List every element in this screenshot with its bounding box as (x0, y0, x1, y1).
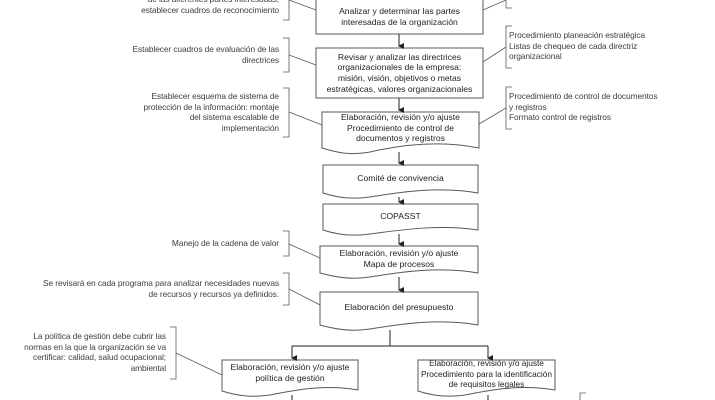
note-directrices: Establecer cuadros de evaluación de las … (132, 44, 280, 65)
step-politica-gestion: Elaboración, revisión y/o ajuste polític… (230, 362, 350, 383)
box-requisitos (417, 359, 556, 397)
box-mapa (319, 245, 479, 279)
note-presupuesto: Se revisará en cada programa para analiz… (43, 278, 279, 299)
box-presupuesto (319, 291, 479, 331)
note-control-registros: Procedimiento de control de documentos y… (509, 91, 658, 123)
box-copasst (322, 203, 479, 236)
box-directrices (315, 47, 484, 99)
step-mapa-procesos: Elaboración, revisión y/o ajuste Mapa de… (339, 247, 459, 269)
box-comite (322, 164, 479, 199)
note-mapa-procesos: Manejo de la cadena de valor (171, 238, 279, 248)
step-directrices: Revisar y analizar las directrices organ… (326, 51, 473, 94)
step-comite-convivencia: Comité de convivencia (357, 172, 444, 183)
note-politica: La política de gestión debe cubrir las n… (24, 331, 166, 373)
step-requisitos-legales: Elaboración, revisión y/o ajuste Procedi… (421, 358, 552, 390)
note-partes: de las diferentes partes interesadas, es… (141, 0, 279, 15)
note-control-documentos: Establecer esquema de sistema de protecc… (143, 91, 280, 133)
box-partes (315, 0, 484, 35)
step-control-documentos: Elaboración, revisión y/o ajuste Procedi… (341, 112, 460, 144)
note-planeacion-estrategica: Procedimiento planeación estratégica Lis… (509, 30, 646, 62)
step-partes: Analizar y determinar las partes interes… (339, 6, 460, 27)
box-politica (221, 359, 359, 397)
step-copasst: COPASST (380, 210, 421, 221)
step-presupuesto: Elaboración del presupuesto (344, 301, 454, 312)
box-control-doc (321, 111, 480, 155)
